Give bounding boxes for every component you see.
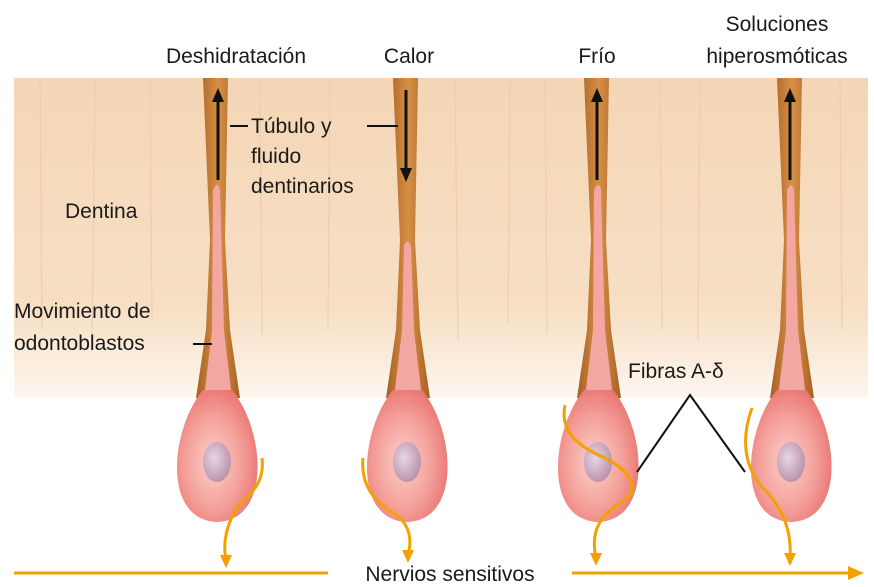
tubule-label-line3: dentinarios [251,175,354,198]
nerve-arrowhead [784,553,796,566]
odontoblast-nucleus [203,442,231,482]
movement-label-line1: Movimiento de [14,300,151,323]
odontoblast-nucleus [393,442,421,482]
stimulus-label-heat: Calor [384,45,434,68]
fibers-label: Fibras A-δ [628,360,724,383]
nerve-arrowhead [402,550,414,563]
stimulus-label-cold: Frío [578,45,615,68]
tubule-label-line1: Túbulo y [251,115,332,138]
stimulus-label-hyperosmotic-line2: hiperosmóticas [706,45,847,68]
stimulus-label-dehydration: Deshidratación [166,45,306,68]
sensory-nerve-arrowhead [848,566,864,580]
tubule-label-line2: fluido [251,145,301,168]
nerves-label: Nervios sensitivos [365,563,534,586]
fibers-leader [637,395,745,472]
dentin-label: Dentina [65,200,138,223]
stimulus-label-hyperosmotic-line1: Soluciones [726,13,829,36]
nerve-arrowhead [220,555,232,568]
nerve-arrowhead [590,553,602,566]
movement-label-line2: odontoblastos [14,332,145,355]
odontoblast-nucleus [777,442,805,482]
